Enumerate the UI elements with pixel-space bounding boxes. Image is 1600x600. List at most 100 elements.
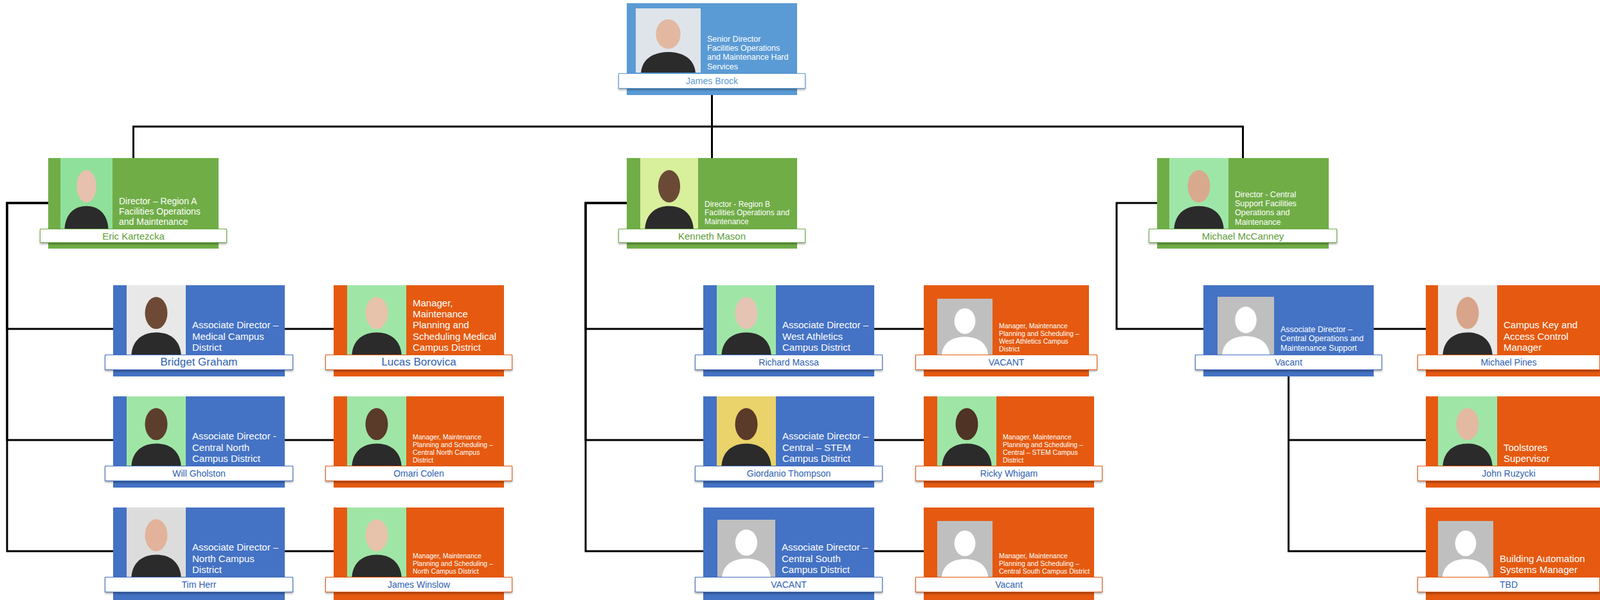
connector-line — [284, 328, 334, 331]
org-card: Building Automation Systems ManagerTBD — [1425, 507, 1600, 600]
org-card: Campus Key and Access Control ManagerMic… — [1425, 285, 1600, 377]
person-name: TBD — [1499, 579, 1518, 591]
job-title: Senior Director Facilities Operations an… — [707, 34, 794, 72]
portrait-photo — [635, 8, 701, 73]
job-title: Toolstores Supervisor — [1503, 442, 1597, 465]
connector-line — [284, 439, 334, 442]
name-banner: John Ruzycki — [1417, 466, 1600, 482]
name-banner: Tim Herr — [104, 577, 294, 593]
org-card: Director - Central Support Facilities Op… — [1157, 158, 1329, 249]
name-banner: Bridget Graham — [104, 354, 294, 371]
name-banner: VACANT — [915, 354, 1098, 371]
photo-frame — [347, 507, 407, 578]
name-banner: Will Gholston — [104, 466, 294, 482]
person-name: Giordanio Thompson — [746, 468, 831, 479]
org-card: Associate Director – Medical Campus Dist… — [113, 285, 285, 377]
job-title: Manager, Maintenance Planning and Schedu… — [1002, 433, 1091, 465]
portrait-photo — [1438, 396, 1498, 467]
photo-frame — [347, 285, 407, 355]
job-title: Manager, Maintenance Planning and Schedu… — [412, 433, 501, 465]
org-card: Director - Region B Facilities Operation… — [626, 158, 798, 249]
person-name: James Winslow — [387, 579, 450, 591]
portrait-photo — [1438, 521, 1494, 578]
photo-frame — [716, 396, 776, 467]
job-title: Associate Director – West Athletics Camp… — [782, 319, 871, 353]
photo-frame — [126, 285, 186, 355]
name-banner: James Brock — [618, 73, 806, 89]
job-title: Associate Director – Central Operations … — [1280, 325, 1370, 353]
name-banner: Michael McCanney — [1148, 228, 1338, 243]
person-name: Kenneth Mason — [678, 230, 746, 242]
job-title: Associate Director – Medical Campus Dist… — [192, 319, 281, 353]
photo-frame — [937, 396, 997, 467]
org-card: Associate Director – Central South Campu… — [703, 507, 875, 600]
org-card: Manager, Maintenance Planning and Schedu… — [923, 285, 1089, 377]
org-card: Manager, Maintenance Planning and Schedu… — [333, 285, 504, 377]
portrait-photo — [716, 396, 776, 467]
name-banner: Eric Kartezcka — [39, 228, 227, 243]
person-name: Michael McCanney — [1202, 230, 1285, 242]
job-title: Manager, Maintenance Planning and Schedu… — [998, 322, 1086, 353]
photo-frame — [60, 158, 113, 229]
name-banner: Vacant — [1195, 354, 1383, 371]
portrait-photo — [1169, 158, 1229, 229]
org-card: Associate Director – Central Operations … — [1203, 285, 1374, 377]
photo-frame — [1438, 285, 1498, 355]
person-name: Will Gholston — [172, 468, 225, 479]
connector-line — [874, 328, 924, 331]
photo-frame — [937, 521, 993, 578]
name-banner: Ricky Whigam — [915, 466, 1103, 482]
org-card: Manager, Maintenance Planning and Schedu… — [923, 396, 1095, 488]
name-banner: Kenneth Mason — [618, 228, 806, 243]
portrait-photo — [126, 507, 186, 578]
job-title: Director - Central Support Facilities Op… — [1234, 190, 1325, 228]
photo-frame — [126, 396, 186, 467]
person-name: VACANT — [988, 357, 1025, 368]
person-name: Lucas Borovica — [381, 356, 456, 369]
photo-frame — [1438, 521, 1494, 578]
portrait-photo — [126, 396, 186, 467]
org-card: Manager, Maintenance Planning and Schedu… — [333, 507, 504, 600]
connector-line — [7, 203, 114, 552]
name-banner: Michael Pines — [1417, 354, 1600, 371]
job-title: Associate Director – North Campus Distri… — [192, 541, 281, 576]
portrait-photo — [347, 285, 407, 355]
name-banner: Giordanio Thompson — [694, 466, 883, 482]
portrait-photo — [347, 396, 407, 467]
name-banner: Vacant — [915, 577, 1103, 593]
org-card: Senior Director Facilities Operations an… — [626, 3, 798, 96]
person-name: Eric Kartezcka — [102, 230, 165, 242]
name-banner: Omari Colen — [325, 466, 513, 482]
job-title: Director – Region A Facilities Operation… — [118, 196, 215, 227]
person-name: Tim Herr — [181, 579, 217, 591]
org-card: Manager, Maintenance Planning and Schedu… — [923, 507, 1095, 600]
portrait-photo — [716, 285, 776, 355]
connector-line — [874, 550, 924, 553]
person-name: Vacant — [1274, 357, 1303, 368]
person-name: James Brock — [685, 75, 738, 87]
portrait-photo — [640, 158, 699, 229]
portrait-photo — [937, 396, 997, 467]
person-name: John Ruzycki — [1481, 468, 1536, 479]
photo-frame — [937, 298, 993, 355]
org-card: Associate Director – North Campus Distri… — [113, 507, 285, 600]
name-banner: James Winslow — [325, 577, 513, 593]
portrait-photo — [937, 298, 993, 355]
job-title: Building Automation Systems Manager — [1499, 553, 1597, 576]
job-title: Director - Region B Facilities Operation… — [704, 200, 794, 227]
job-title: Associate Director - Central North Campu… — [192, 430, 281, 465]
job-title: Manager, Maintenance Planning and Schedu… — [412, 297, 501, 353]
person-name: Vacant — [995, 579, 1023, 591]
connector-line — [284, 550, 334, 553]
photo-frame — [717, 520, 776, 578]
photo-frame — [126, 507, 186, 578]
job-title: Manager, Maintenance Planning and Schedu… — [412, 552, 501, 576]
job-title: Associate Director – Central South Campu… — [781, 541, 871, 576]
portrait-photo — [1217, 296, 1275, 355]
portrait-photo — [347, 507, 407, 578]
org-card: Associate Director - Central North Campu… — [113, 396, 285, 488]
connector-line — [1373, 328, 1426, 331]
photo-frame — [1217, 296, 1275, 355]
photo-frame — [640, 158, 699, 229]
